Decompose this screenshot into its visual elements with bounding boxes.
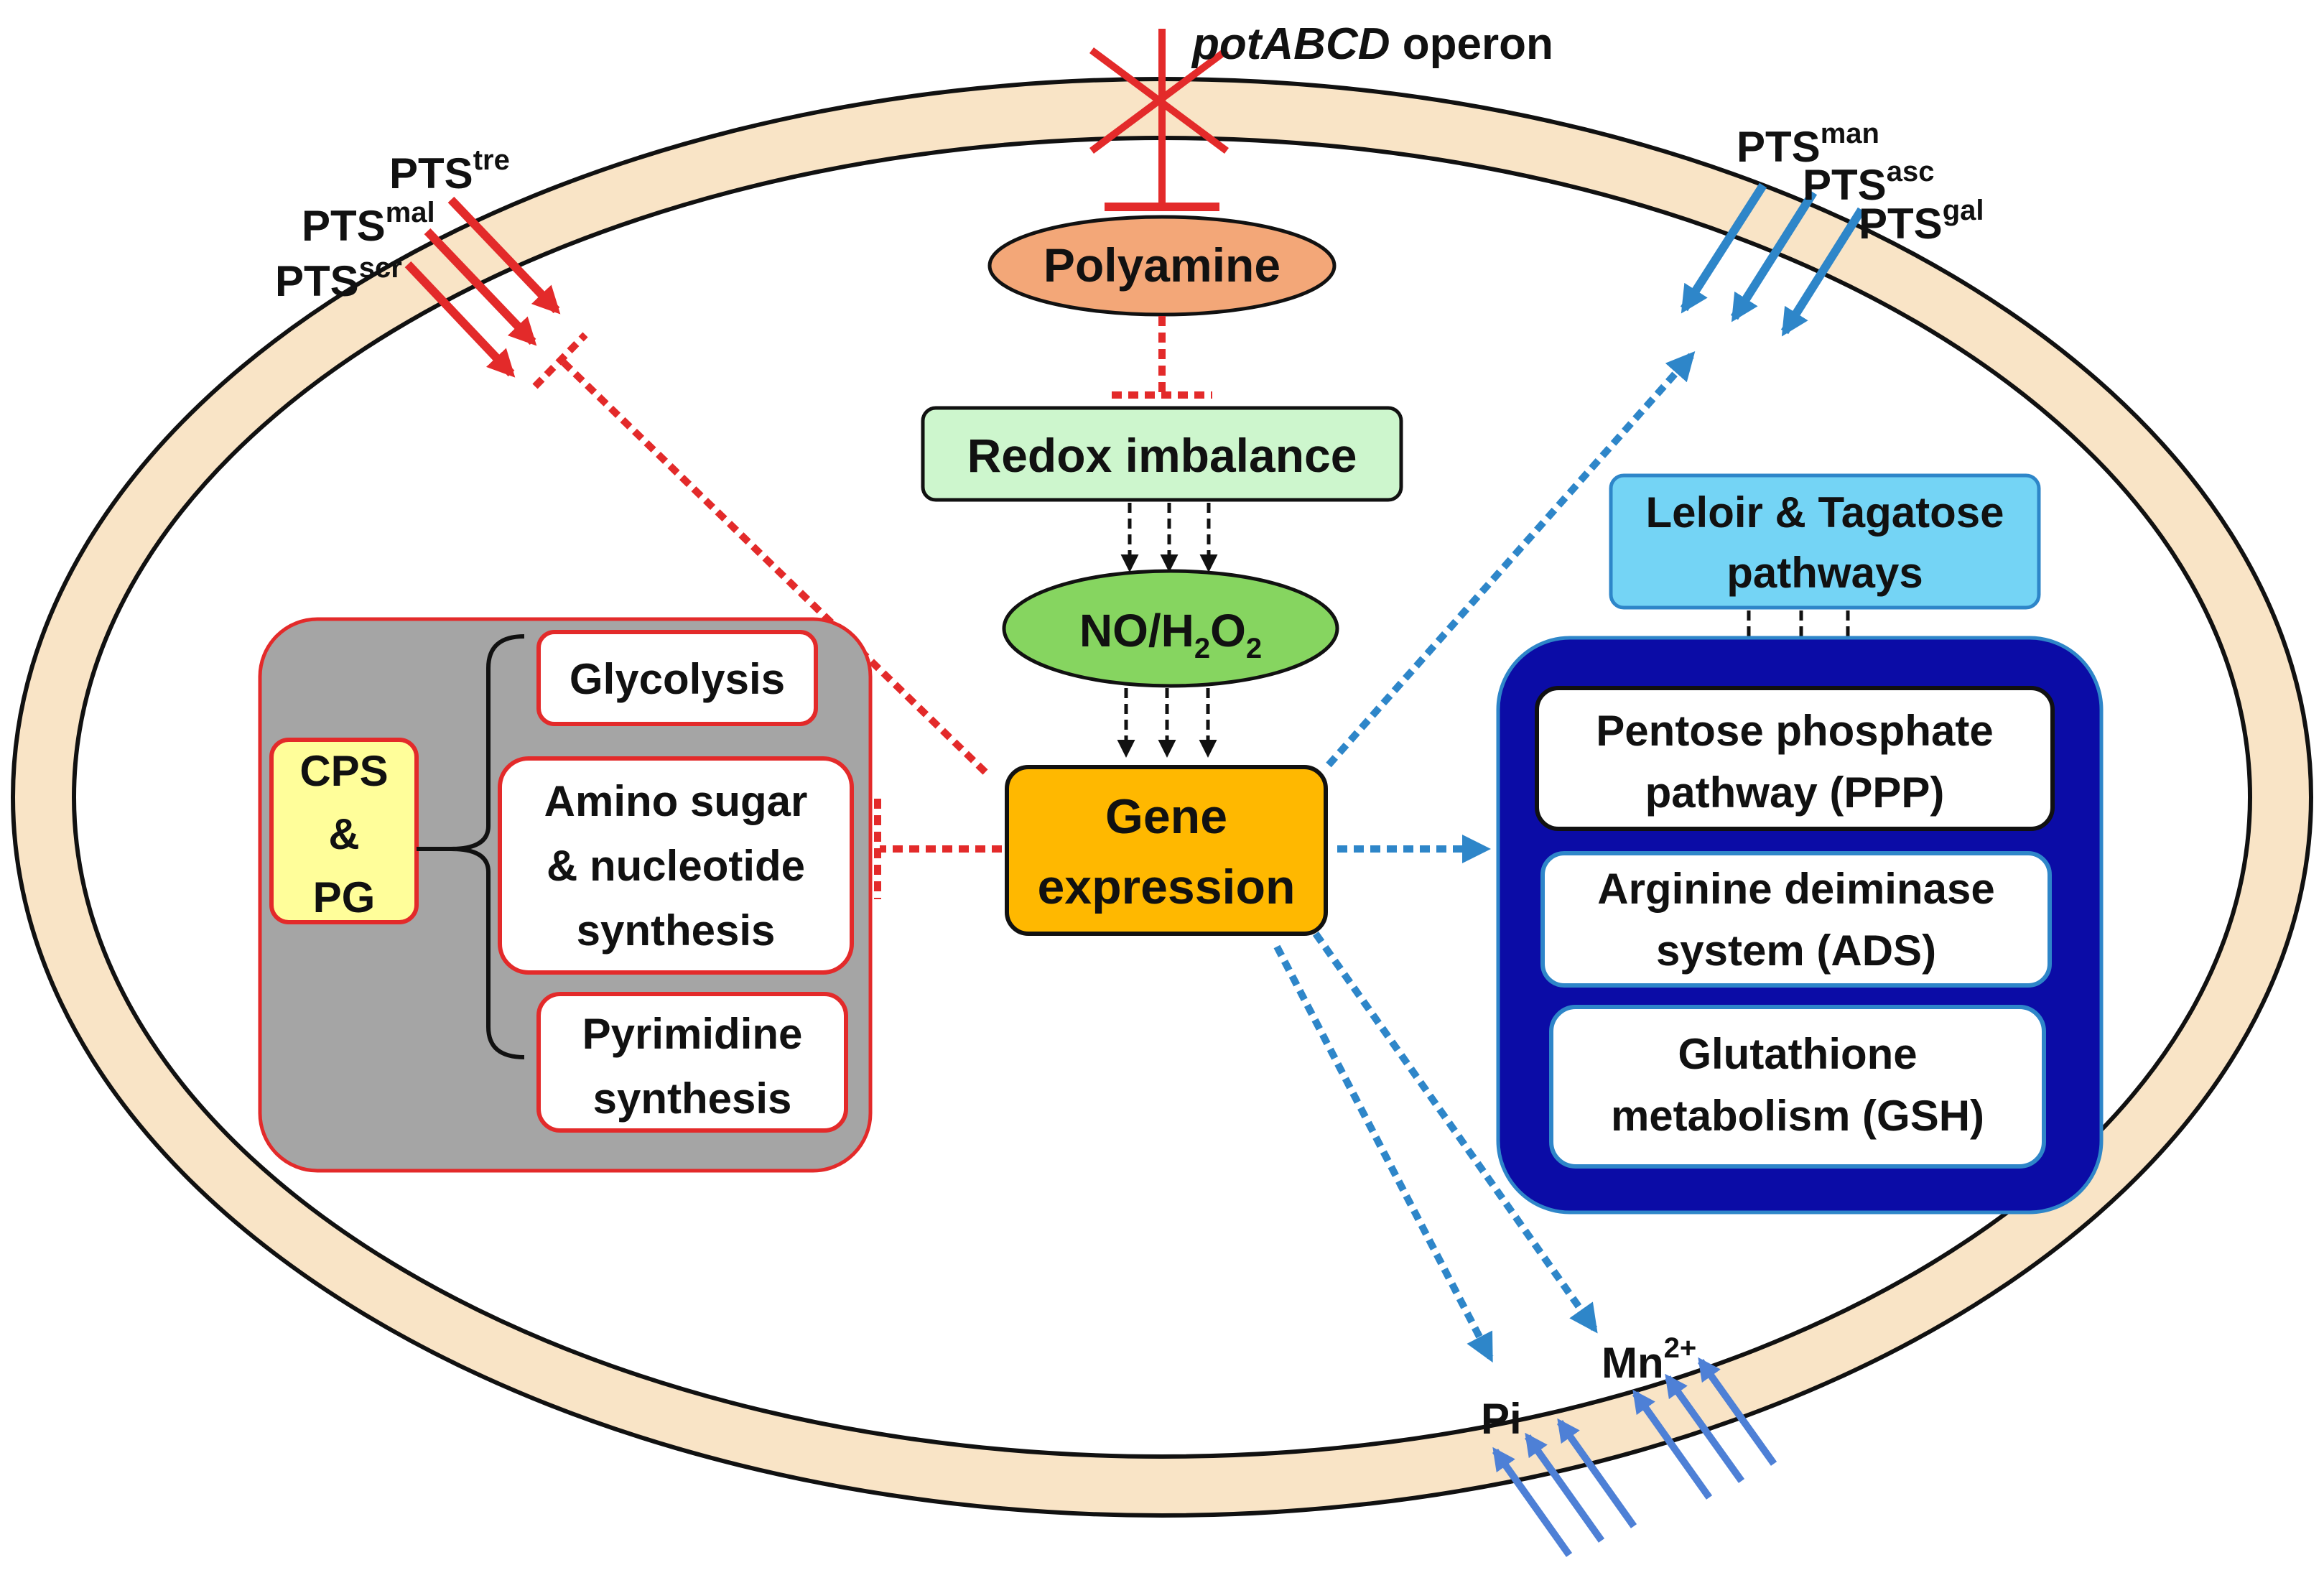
redox-imbalance-label: Redox imbalance: [967, 429, 1357, 482]
pts-asc-label: PTSasc: [1803, 156, 1934, 209]
pts-tre-label: PTStre: [389, 144, 510, 198]
amino-line1: Amino sugar: [544, 777, 808, 825]
pi-influx-arrows: [1492, 1418, 1637, 1557]
pts-man-label: PTSman: [1737, 118, 1879, 171]
gene-to-left-pts-inhibition: [532, 332, 988, 775]
gene-to-right-pts-arrow: [1326, 351, 1696, 768]
pi-label: Pi: [1481, 1395, 1522, 1443]
leloir-tagatose-box: [1609, 473, 2041, 610]
cps-pg-box: [269, 738, 419, 924]
amino-line3: synthesis: [577, 906, 776, 955]
gsh-box: [1549, 1005, 2046, 1169]
gene-label-line2: expression: [1037, 860, 1295, 914]
ppp-box: [1535, 686, 2055, 831]
operon-inhibition: [1089, 29, 1229, 211]
pts-right-labels: PTSman PTSasc PTSgal: [1737, 118, 1984, 248]
no-to-gene-arrows: [1117, 688, 1217, 758]
polyamine-node: [987, 215, 1337, 317]
ppp-line2: pathway (PPP): [1645, 769, 1945, 817]
operon-label: potABCD operon: [1191, 19, 1553, 69]
pyrimidine-line2: synthesis: [593, 1074, 792, 1123]
ppp-line1: Pentose phosphate: [1596, 707, 1993, 755]
pts-mal-label: PTSmal: [302, 197, 435, 250]
leloir-line2: pathways: [1726, 549, 1923, 597]
gene-label-line1: Gene: [1105, 789, 1227, 844]
polyamine-redox-inhibition: [1112, 316, 1212, 399]
mn-label: Mn2+: [1602, 1332, 1696, 1387]
amino-sugar-box: [498, 756, 854, 975]
no-h2o2-node: [1002, 569, 1339, 688]
pts-left-labels: PTStre PTSmal PTSscr: [275, 144, 510, 305]
gsh-line1: Glutathione: [1678, 1030, 1917, 1078]
left-pts-arrows: [404, 196, 561, 378]
pts-gal-label: PTSgal: [1859, 195, 1984, 248]
amino-line2: & nucleotide: [547, 842, 805, 890]
gene-expression-box: [1005, 765, 1328, 936]
pyrimidine-line1: Pyrimidine: [582, 1010, 803, 1058]
gene-to-left-group-inhibition: [874, 799, 1002, 899]
polyamine-label: Polyamine: [1044, 238, 1280, 292]
pg-label: PG: [313, 873, 376, 921]
cps-label: CPS: [299, 747, 388, 795]
leloir-line1: Leloir & Tagatose: [1646, 488, 2004, 537]
pathway-brace: [417, 634, 525, 1059]
ads-box: [1540, 851, 2052, 988]
right-pts-arrows: [1680, 182, 1866, 337]
cps-ampersand: &: [328, 810, 359, 858]
pyrimidine-box: [536, 992, 848, 1133]
glycolysis-box: [536, 630, 818, 726]
pts-scr-label: PTSscr: [275, 252, 402, 305]
ads-line1: Arginine deiminase: [1597, 865, 1994, 913]
ads-line2: system (ADS): [1656, 927, 1936, 975]
redox-to-no-arrows: [1120, 503, 1218, 572]
gsh-line2: metabolism (GSH): [1611, 1092, 1984, 1140]
mn-influx-arrows: [1632, 1357, 1777, 1500]
glycolysis-label: Glycolysis: [570, 655, 785, 703]
no-h2o2-label: NO/H2O2: [1079, 605, 1262, 664]
redox-imbalance-box: [921, 406, 1403, 502]
gene-to-ion-arrows: [1273, 932, 1598, 1363]
